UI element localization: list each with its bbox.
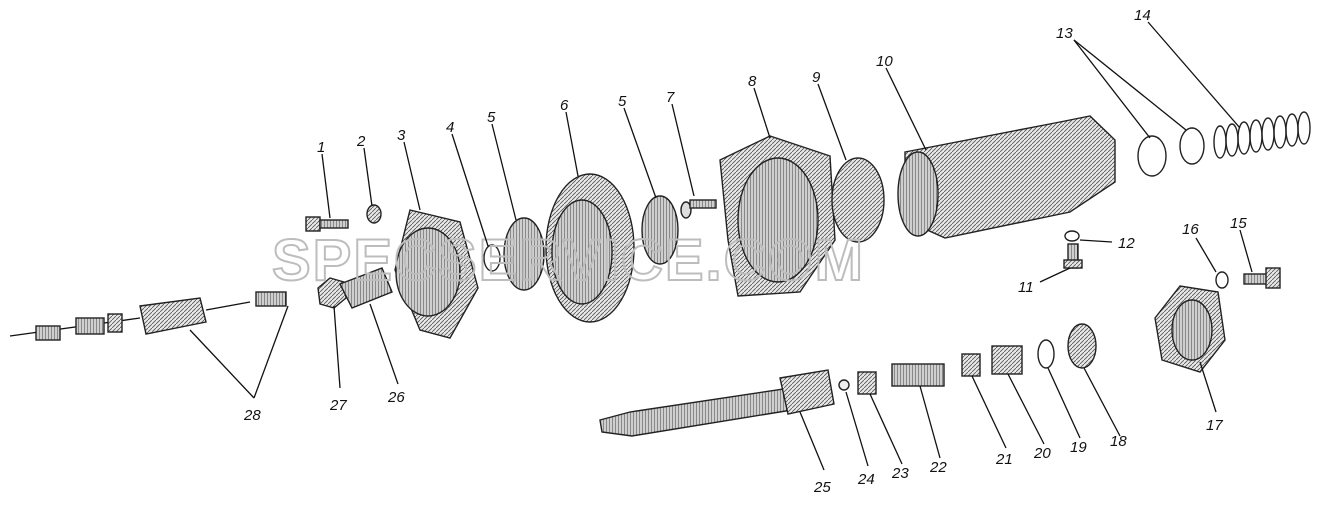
callout-23: 23 bbox=[891, 465, 909, 482]
callout-24: 24 bbox=[857, 471, 875, 488]
part-5-disc-b bbox=[641, 195, 679, 265]
part-18-bearing bbox=[1067, 323, 1097, 369]
callout-20: 20 bbox=[1033, 445, 1051, 462]
callout-12: 12 bbox=[1118, 235, 1135, 252]
callout-10: 10 bbox=[876, 53, 893, 70]
part-23-plug bbox=[857, 371, 877, 395]
watermark: SPECSERVICE.COM bbox=[272, 228, 865, 293]
part-27-nut bbox=[317, 277, 347, 309]
callout-27: 27 bbox=[329, 397, 347, 414]
part-15-bolt bbox=[1243, 267, 1281, 289]
callout-11: 11 bbox=[1018, 279, 1034, 296]
part-13-ring-b bbox=[1179, 127, 1205, 165]
part-9-disc bbox=[831, 157, 885, 243]
part-24-ball bbox=[838, 379, 850, 391]
part-2-washer bbox=[366, 204, 382, 224]
callout-22: 22 bbox=[929, 459, 947, 476]
callout-13: 13 bbox=[1056, 25, 1073, 42]
part-25-shaft bbox=[599, 369, 835, 437]
part-3-cover bbox=[394, 209, 479, 339]
callout-25: 25 bbox=[813, 479, 831, 496]
callout-9: 9 bbox=[812, 69, 821, 86]
callout-1: 1 bbox=[317, 139, 325, 156]
callout-8: 8 bbox=[748, 73, 757, 90]
part-19-ring bbox=[1037, 339, 1055, 369]
part-28-assembly bbox=[9, 291, 287, 341]
callout-5: 5 bbox=[487, 109, 496, 126]
part-10-cylinder bbox=[897, 115, 1116, 239]
callout-14: 14 bbox=[1134, 7, 1151, 24]
callout-6: 6 bbox=[560, 97, 569, 114]
part-7-screw bbox=[680, 199, 717, 219]
callout-17: 17 bbox=[1206, 417, 1223, 434]
callout-5b: 5 bbox=[618, 93, 627, 110]
part-13-ring-a bbox=[1137, 135, 1167, 177]
callout-26: 26 bbox=[387, 389, 405, 406]
part-4-ring bbox=[483, 244, 501, 272]
callout-21: 21 bbox=[995, 451, 1013, 468]
callout-7: 7 bbox=[666, 89, 675, 106]
callout-19: 19 bbox=[1070, 439, 1087, 456]
part-6-housing bbox=[545, 173, 635, 323]
part-14-spring bbox=[1213, 111, 1311, 159]
part-5-disc bbox=[503, 217, 545, 291]
part-20-bushing bbox=[991, 345, 1023, 375]
part-22-spring bbox=[891, 363, 945, 387]
callout-4: 4 bbox=[446, 119, 454, 136]
part-17-flange bbox=[1154, 285, 1226, 373]
part-21-sleeve bbox=[961, 353, 981, 377]
callout-16: 16 bbox=[1182, 221, 1199, 238]
part-1-bolt bbox=[305, 216, 349, 232]
callout-28: 28 bbox=[243, 407, 261, 424]
callout-labels: 1 2 3 4 5 6 5 7 8 9 10 13 14 12 11 16 15… bbox=[243, 7, 1247, 496]
callout-15: 15 bbox=[1230, 215, 1247, 232]
part-16-washer bbox=[1215, 271, 1229, 289]
part-11-bolt bbox=[1063, 243, 1083, 269]
part-12-washer bbox=[1064, 230, 1080, 242]
callout-3: 3 bbox=[397, 127, 406, 144]
part-8-housing bbox=[719, 135, 836, 297]
leader-lines bbox=[189, 21, 1253, 471]
part-26-fitting bbox=[339, 267, 393, 309]
callout-2: 2 bbox=[356, 133, 366, 150]
callout-18: 18 bbox=[1110, 433, 1127, 450]
